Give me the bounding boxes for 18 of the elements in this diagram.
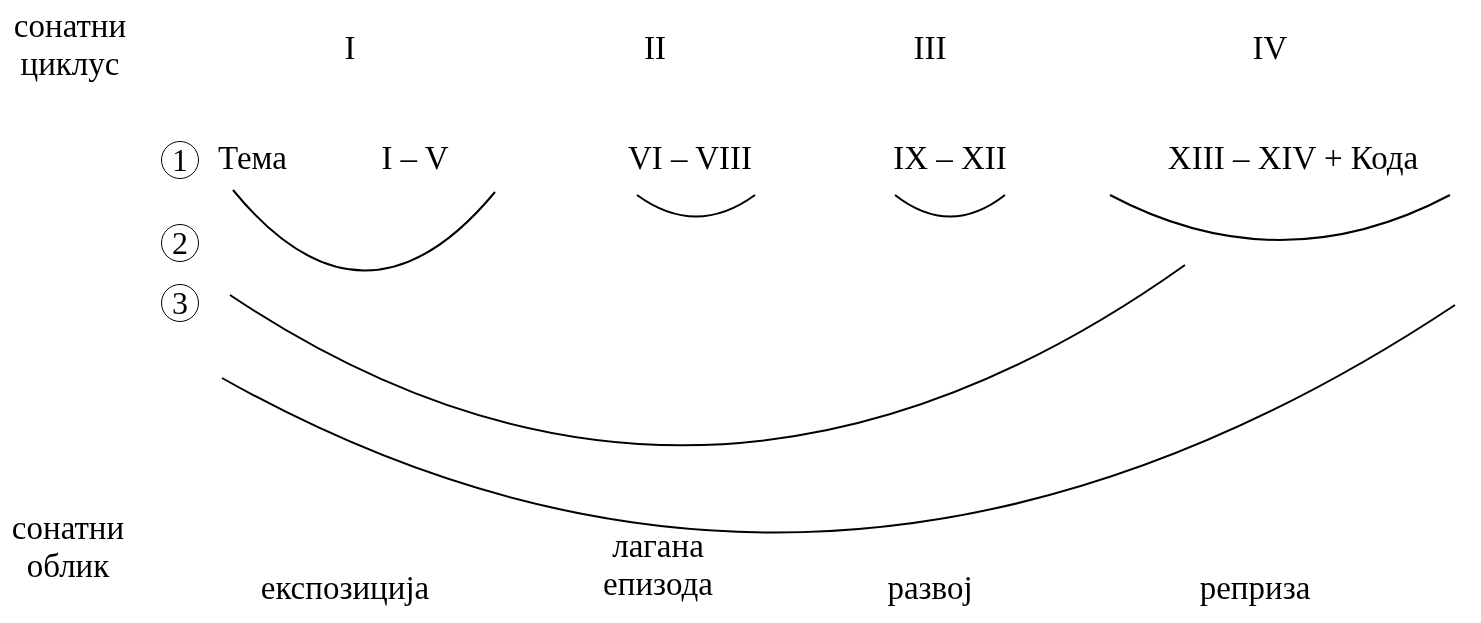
- bar-range-label: XIII – XIV + Кода: [1167, 140, 1419, 178]
- circled-number: 3: [161, 284, 199, 322]
- movement-number: IV: [1252, 30, 1288, 68]
- row-heading: сонатни циклус: [12, 8, 128, 84]
- bar-range-label: IX – XII: [893, 140, 1007, 178]
- movement-number: I: [344, 30, 356, 68]
- section-label: експозиција: [260, 570, 430, 608]
- bar-range-label: I – V: [381, 140, 449, 178]
- section-label: лагана епизода: [602, 528, 714, 604]
- bar-range-label: VI – VIII: [628, 140, 752, 178]
- movement-number: II: [644, 30, 666, 68]
- circled-number: 2: [161, 224, 199, 262]
- row-heading: сонатни облик: [10, 510, 126, 586]
- bar-range-label: Тема: [218, 140, 287, 178]
- circled-number: 1: [161, 141, 199, 179]
- section-label: реприза: [1199, 570, 1311, 608]
- movement-number: III: [913, 30, 947, 68]
- section-label: развој: [887, 570, 973, 608]
